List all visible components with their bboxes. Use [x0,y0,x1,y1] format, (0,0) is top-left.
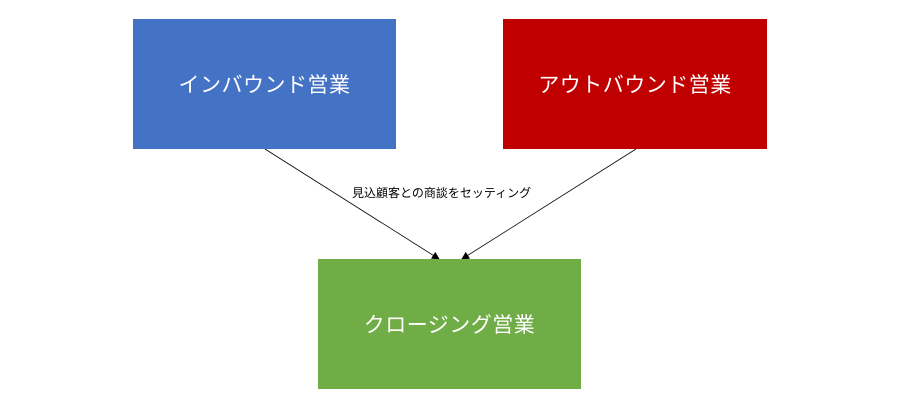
node-outbound-sales-label: アウトバウンド営業 [538,73,732,97]
arrow-inbound-to-closing [264,148,440,260]
node-inbound-sales-label: インバウンド営業 [178,73,351,97]
edge-label: 見込顧客との商談をセッティング [352,186,532,200]
node-outbound-sales: アウトバウンド営業 [503,19,767,149]
node-closing-sales-label: クロージング営業 [363,313,536,337]
arrow-outbound-to-closing [461,148,637,260]
node-closing-sales: クロージング営業 [318,259,581,389]
node-inbound-sales: インバウンド営業 [133,19,396,149]
